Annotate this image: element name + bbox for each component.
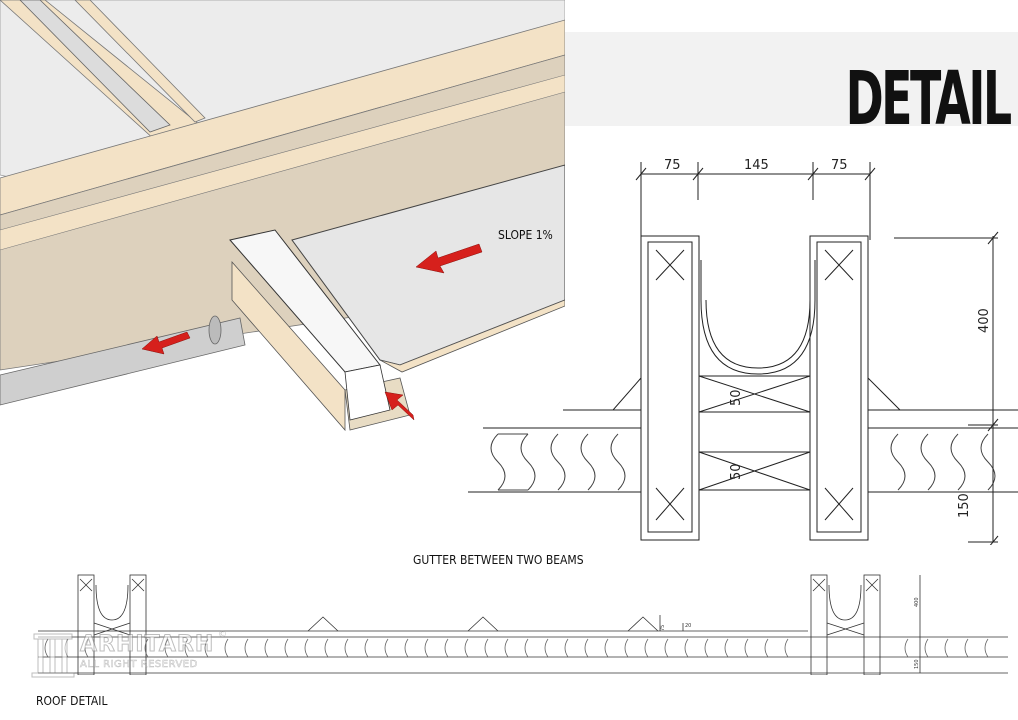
watermark-rights: ALL RIGHT RESERVED xyxy=(80,659,198,671)
copyright-mark: © xyxy=(218,630,227,640)
page-title: DETAIL xyxy=(845,56,1013,142)
gutter-caption: GUTTER BETWEEN TWO BEAMS xyxy=(413,553,584,567)
gutter-section-drawing: 75 145 75 50 50 xyxy=(468,158,1018,545)
dim-bottom: 150 xyxy=(957,493,972,518)
gutter-isometric-illustration xyxy=(0,0,565,432)
title-band: DETAIL xyxy=(565,32,1018,136)
slope-caption: SLOPE 1% xyxy=(498,228,553,242)
watermark-name: ARHITARH xyxy=(79,632,215,658)
gutter-flow-arrow-icon xyxy=(384,391,415,421)
roof-caption: ROOF DETAIL xyxy=(36,694,108,708)
pillar-logo-icon xyxy=(31,633,75,678)
dim-top-middle: 145 xyxy=(744,158,769,173)
dim-top-right: 75 xyxy=(831,158,848,173)
roof-dim-bottom: 150 xyxy=(914,659,920,669)
roof-dim-height: 400 xyxy=(914,597,920,607)
roof-dim-rib-b: 20 xyxy=(685,623,691,629)
dim-gap-upper: 50 xyxy=(729,389,744,406)
pipe-flow-arrow-icon xyxy=(141,331,191,355)
dim-gap-lower: 50 xyxy=(729,463,744,480)
roof-detail-drawing: 75 20 75 145 75 400 150 xyxy=(38,574,1008,675)
slope-arrow-icon xyxy=(415,243,483,274)
roof-dim-rib-a: 75 xyxy=(660,625,666,631)
watermark-logo: ARHITARH © ALL RIGHT RESERVED xyxy=(30,628,230,690)
dim-top-left: 75 xyxy=(664,158,681,173)
dim-height-total: 400 xyxy=(977,308,992,333)
